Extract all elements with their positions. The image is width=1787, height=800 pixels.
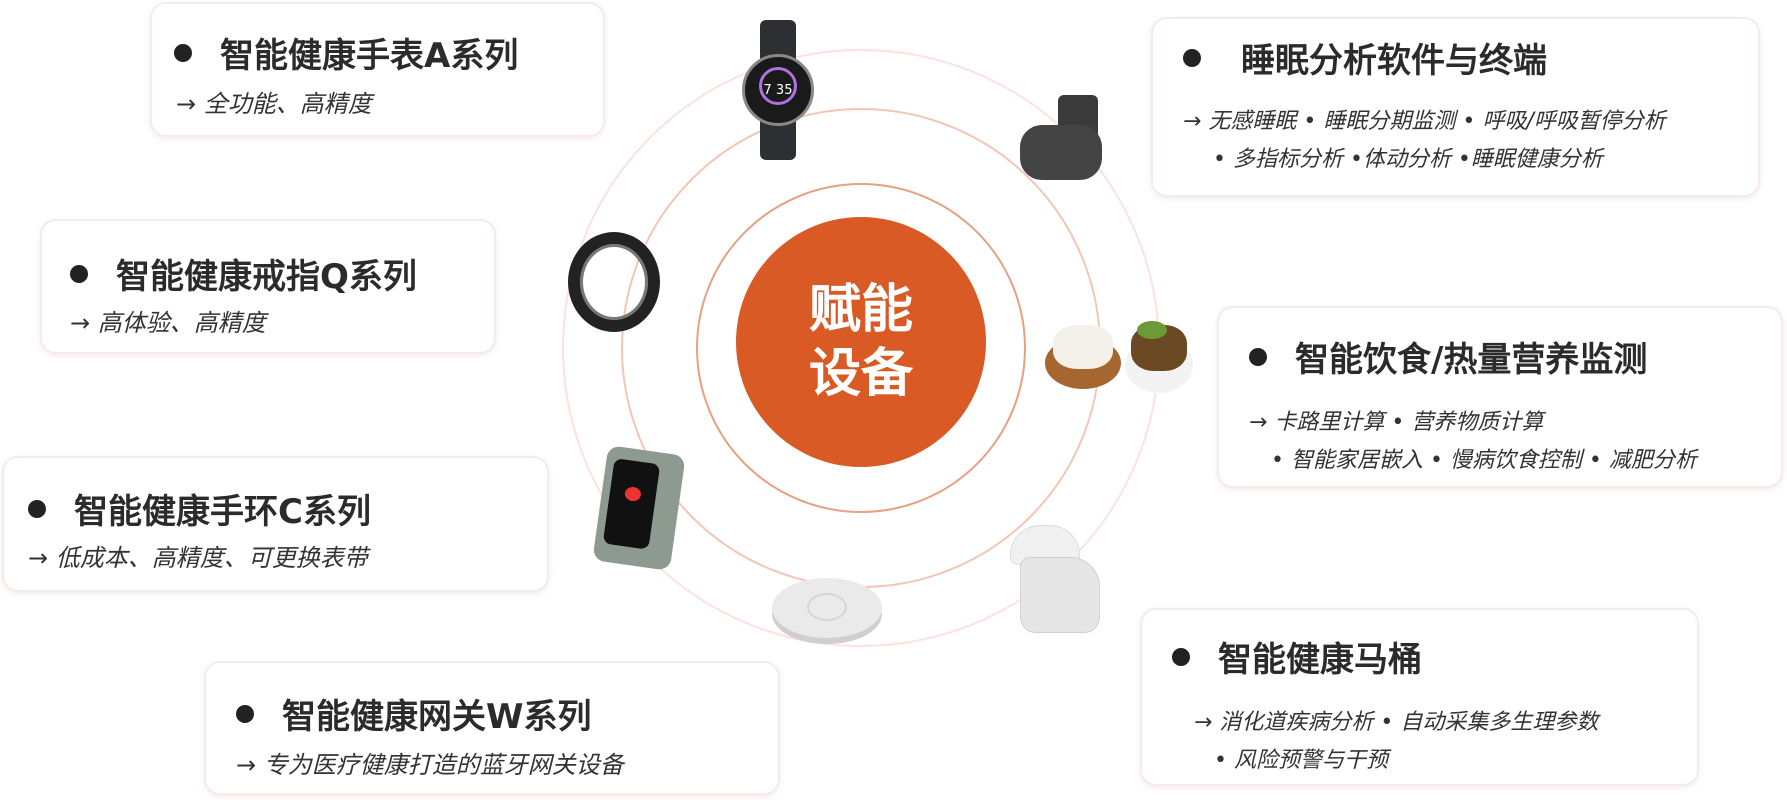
card-desc-line-1: → 消化道疾病分析 • 自动采集多生理参数 [1194,710,1599,735]
card-desc-line-1: → 卡路里计算 • 营养物质计算 [1249,410,1544,435]
card-ring-q: 智能健康戒指Q系列 → 高体验、高精度 [40,219,496,354]
center-line-2: 设备 [808,344,913,404]
card-title: 智能健康戒指Q系列 [116,257,417,297]
card-toilet: 智能健康马桶 → 消化道疾病分析 • 自动采集多生理参数 • 风险预警与干预 [1140,608,1699,786]
card-title: 智能饮食/热量营养监测 [1295,340,1648,380]
card-desc: → 专为医疗健康打造的蓝牙网关设备 [236,751,624,779]
center-line-1: 赋能 [808,280,913,340]
food-icon [1045,321,1193,393]
card-band-c: 智能健康手环C系列 → 低成本、高精度、可更换表带 [2,456,549,592]
card-title: 智能健康马桶 [1218,640,1422,680]
card-desc: → 高体验、高精度 [70,309,266,337]
bullet-icon [1183,48,1201,67]
card-watch-a: 智能健康手表A系列 → 全功能、高精度 [150,2,605,137]
card-desc: → 低成本、高精度、可更换表带 [28,544,368,572]
sleep-device-icon [1018,95,1108,180]
card-gateway-w: 智能健康网关W系列 → 专为医疗健康打造的蓝牙网关设备 [204,661,780,795]
card-desc-line-1: → 无感睡眠 • 睡眠分期监测 • 呼吸/呼吸暂停分析 [1183,109,1666,134]
bullet-icon [1249,347,1267,366]
card-title: 智能健康网关W系列 [282,697,592,737]
card-desc-line-2: • 智能家居嵌入 • 慢病饮食控制 • 减肥分析 [1271,448,1697,473]
center-circle: 赋能设备 [736,217,986,467]
bullet-icon [174,43,192,62]
card-sleep: 睡眠分析软件与终端 → 无感睡眠 • 睡眠分期监测 • 呼吸/呼吸暂停分析 • … [1151,17,1760,197]
bullet-icon [236,704,254,723]
toilet-icon [1010,525,1102,633]
card-desc-line-2: • 风险预警与干预 [1214,748,1388,773]
bullet-icon [1172,647,1190,666]
card-desc: → 全功能、高精度 [176,90,372,118]
gateway-icon [772,578,882,638]
smart-ring-icon [568,232,660,332]
card-title: 智能健康手环C系列 [74,492,371,532]
card-diet: 智能饮食/热量营养监测 → 卡路里计算 • 营养物质计算 • 智能家居嵌入 • … [1217,306,1783,488]
inner-ring [696,183,1026,513]
bullet-icon [70,264,88,283]
card-title: 睡眠分析软件与终端 [1241,41,1547,81]
band-icon [592,445,686,571]
card-title: 智能健康手表A系列 [220,36,519,76]
card-desc-line-2: • 多指标分析 •体动分析 •睡眠健康分析 [1213,147,1603,172]
bullet-icon [28,499,46,518]
watch-icon: 7 35 [742,20,814,160]
